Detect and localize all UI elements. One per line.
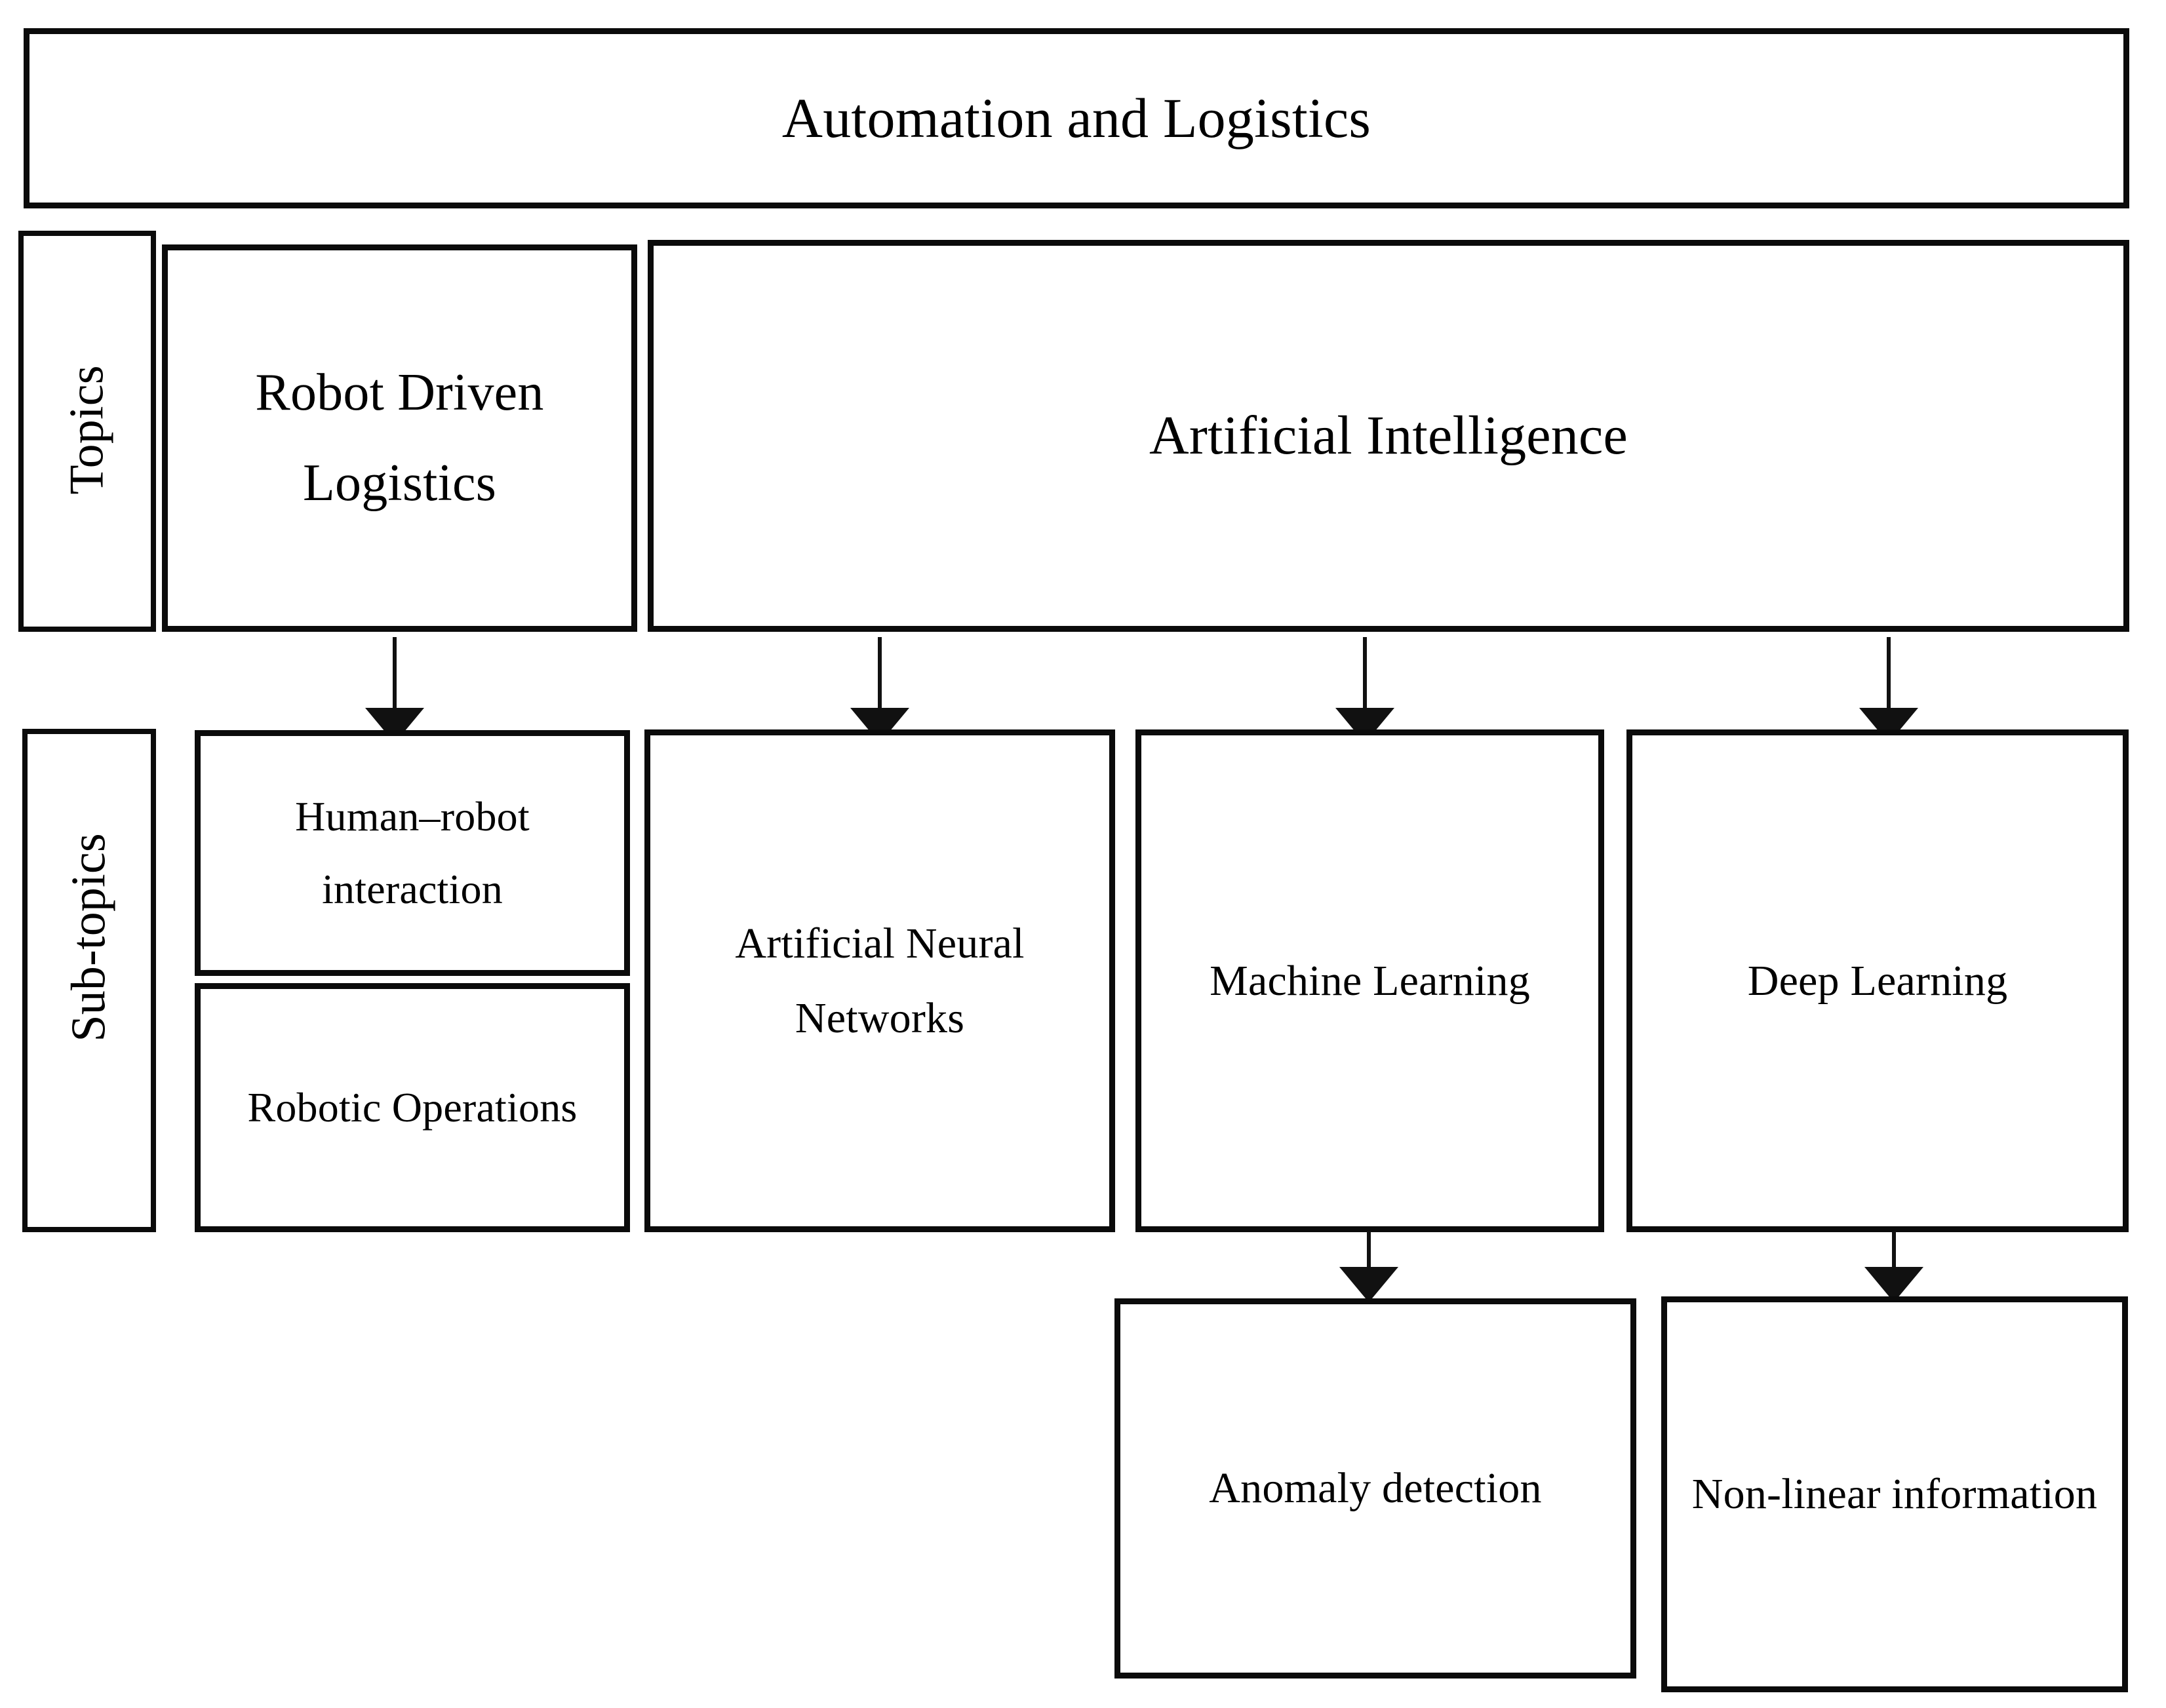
node-machine-learning: Machine Learning xyxy=(1135,729,1604,1232)
node-artificial-intelligence: Artificial Intelligence xyxy=(648,240,2129,632)
node-human-robot-interaction: Human–robot interaction xyxy=(195,730,630,976)
row-label-topics: Topics xyxy=(18,231,156,632)
node-label: Robot Driven Logistics xyxy=(255,363,544,512)
row-label-topics-text: Topics xyxy=(60,365,114,495)
node-label: Automation and Logistics xyxy=(781,86,1371,149)
arrow-stem xyxy=(393,637,397,709)
node-label: Anomaly detection xyxy=(1209,1464,1542,1513)
node-automation-and-logistics: Automation and Logistics xyxy=(24,28,2129,208)
node-label: Robotic Operations xyxy=(247,1083,578,1131)
arrow-head xyxy=(1339,1267,1398,1302)
arrow-stem xyxy=(878,637,882,709)
node-non-linear-information: Non-linear information xyxy=(1661,1296,2128,1692)
node-artificial-neural-networks: Artificial Neural Networks xyxy=(644,729,1115,1232)
node-label: Non-linear information xyxy=(1691,1470,2098,1519)
row-label-subtopics-text: Sub-topics xyxy=(62,833,116,1042)
arrow-stem xyxy=(1887,637,1891,709)
node-label: Human–robot interaction xyxy=(295,793,530,912)
arrow-stem xyxy=(1892,1231,1896,1268)
arrow-stem xyxy=(1363,637,1367,709)
row-label-subtopics: Sub-topics xyxy=(22,729,156,1232)
node-deep-learning: Deep Learning xyxy=(1626,729,2129,1232)
node-label: Artificial Intelligence xyxy=(1149,404,1628,466)
node-label: Machine Learning xyxy=(1210,956,1530,1005)
node-anomaly-detection: Anomaly detection xyxy=(1114,1298,1636,1679)
node-label: Artificial Neural Networks xyxy=(735,919,1025,1042)
arrow-stem xyxy=(1367,1231,1371,1268)
node-robotic-operations: Robotic Operations xyxy=(195,983,630,1232)
node-robot-driven-logistics: Robot Driven Logistics xyxy=(162,244,637,632)
node-label: Deep Learning xyxy=(1747,956,2008,1005)
